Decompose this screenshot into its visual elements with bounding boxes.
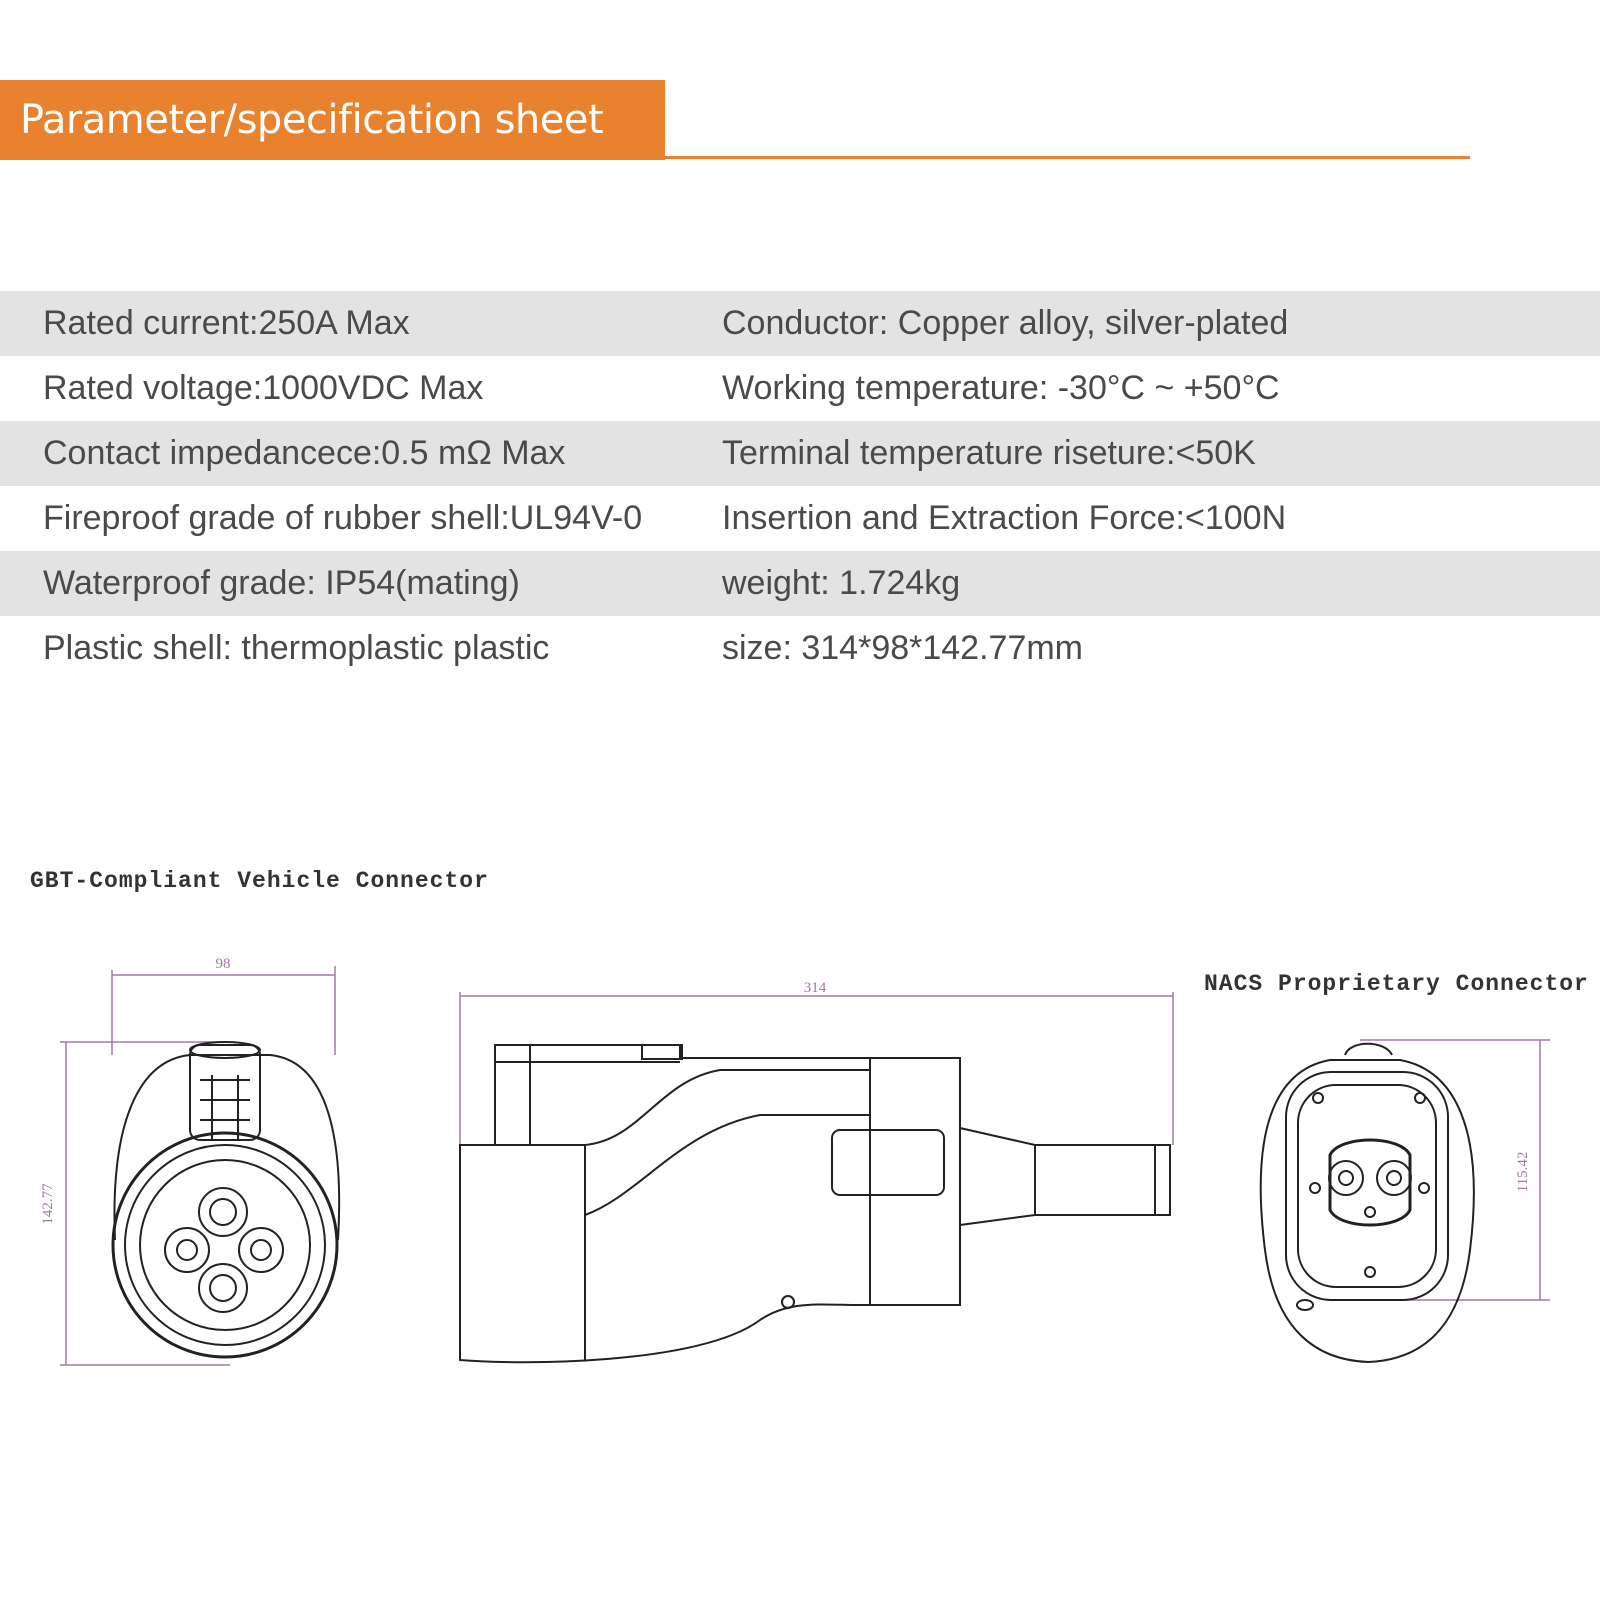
gbt-connector-label: GBT-Compliant Vehicle Connector bbox=[30, 868, 489, 894]
spec-table: Rated current:250A Max Conductor: Copper… bbox=[0, 291, 1600, 681]
spec-left-value: Contact impedancece:0.5 mΩ Max bbox=[43, 434, 566, 472]
spec-row: Rated voltage:1000VDC Max Working temper… bbox=[0, 356, 1600, 421]
spec-left-value: Fireproof grade of rubber shell:UL94V-0 bbox=[43, 499, 643, 537]
spec-row: Fireproof grade of rubber shell:UL94V-0 … bbox=[0, 486, 1600, 551]
header-underline bbox=[665, 156, 1470, 159]
gbt-front-view bbox=[111, 1041, 341, 1359]
adapter-side-view bbox=[459, 1044, 1171, 1364]
gbt-height-label: 142.77 bbox=[40, 1183, 56, 1225]
spec-right-value: Conductor: Copper alloy, silver-plated bbox=[722, 304, 1289, 342]
length-dimension bbox=[459, 992, 1174, 1145]
nacs-front-view bbox=[1259, 1042, 1475, 1364]
spec-right-value: weight: 1.724kg bbox=[722, 564, 961, 602]
spec-left-value: Plastic shell: thermoplastic plastic bbox=[43, 629, 550, 667]
gbt-width-label: 98 bbox=[216, 956, 231, 972]
nacs-connector-label: NACS Proprietary Connector bbox=[1204, 971, 1589, 997]
spec-right-value: Insertion and Extraction Force:<100N bbox=[722, 499, 1287, 537]
spec-left-value: Rated current:250A Max bbox=[43, 304, 410, 342]
header-banner: Parameter/specification sheet bbox=[0, 80, 665, 160]
nacs-height-label: 115.42 bbox=[1515, 1152, 1531, 1193]
spec-right-value: Terminal temperature riseture:<50K bbox=[722, 434, 1256, 472]
spec-row: Waterproof grade: IP54(mating) weight: 1… bbox=[0, 551, 1600, 616]
page-title: Parameter/specification sheet bbox=[20, 97, 604, 143]
spec-right-value: Working temperature: -30°C ~ +50°C bbox=[722, 369, 1280, 407]
spec-row: Contact impedancece:0.5 mΩ Max Terminal … bbox=[0, 421, 1600, 486]
spec-row: Plastic shell: thermoplastic plastic siz… bbox=[0, 616, 1600, 681]
spec-right-value: size: 314*98*142.77mm bbox=[722, 629, 1084, 667]
gbt-width-dimension bbox=[111, 966, 336, 1055]
spec-left-value: Waterproof grade: IP54(mating) bbox=[43, 564, 520, 602]
gbt-height-dimension bbox=[60, 1041, 230, 1366]
spec-row: Rated current:250A Max Conductor: Copper… bbox=[0, 291, 1600, 356]
spec-left-value: Rated voltage:1000VDC Max bbox=[43, 369, 484, 407]
length-label: 314 bbox=[804, 980, 827, 996]
